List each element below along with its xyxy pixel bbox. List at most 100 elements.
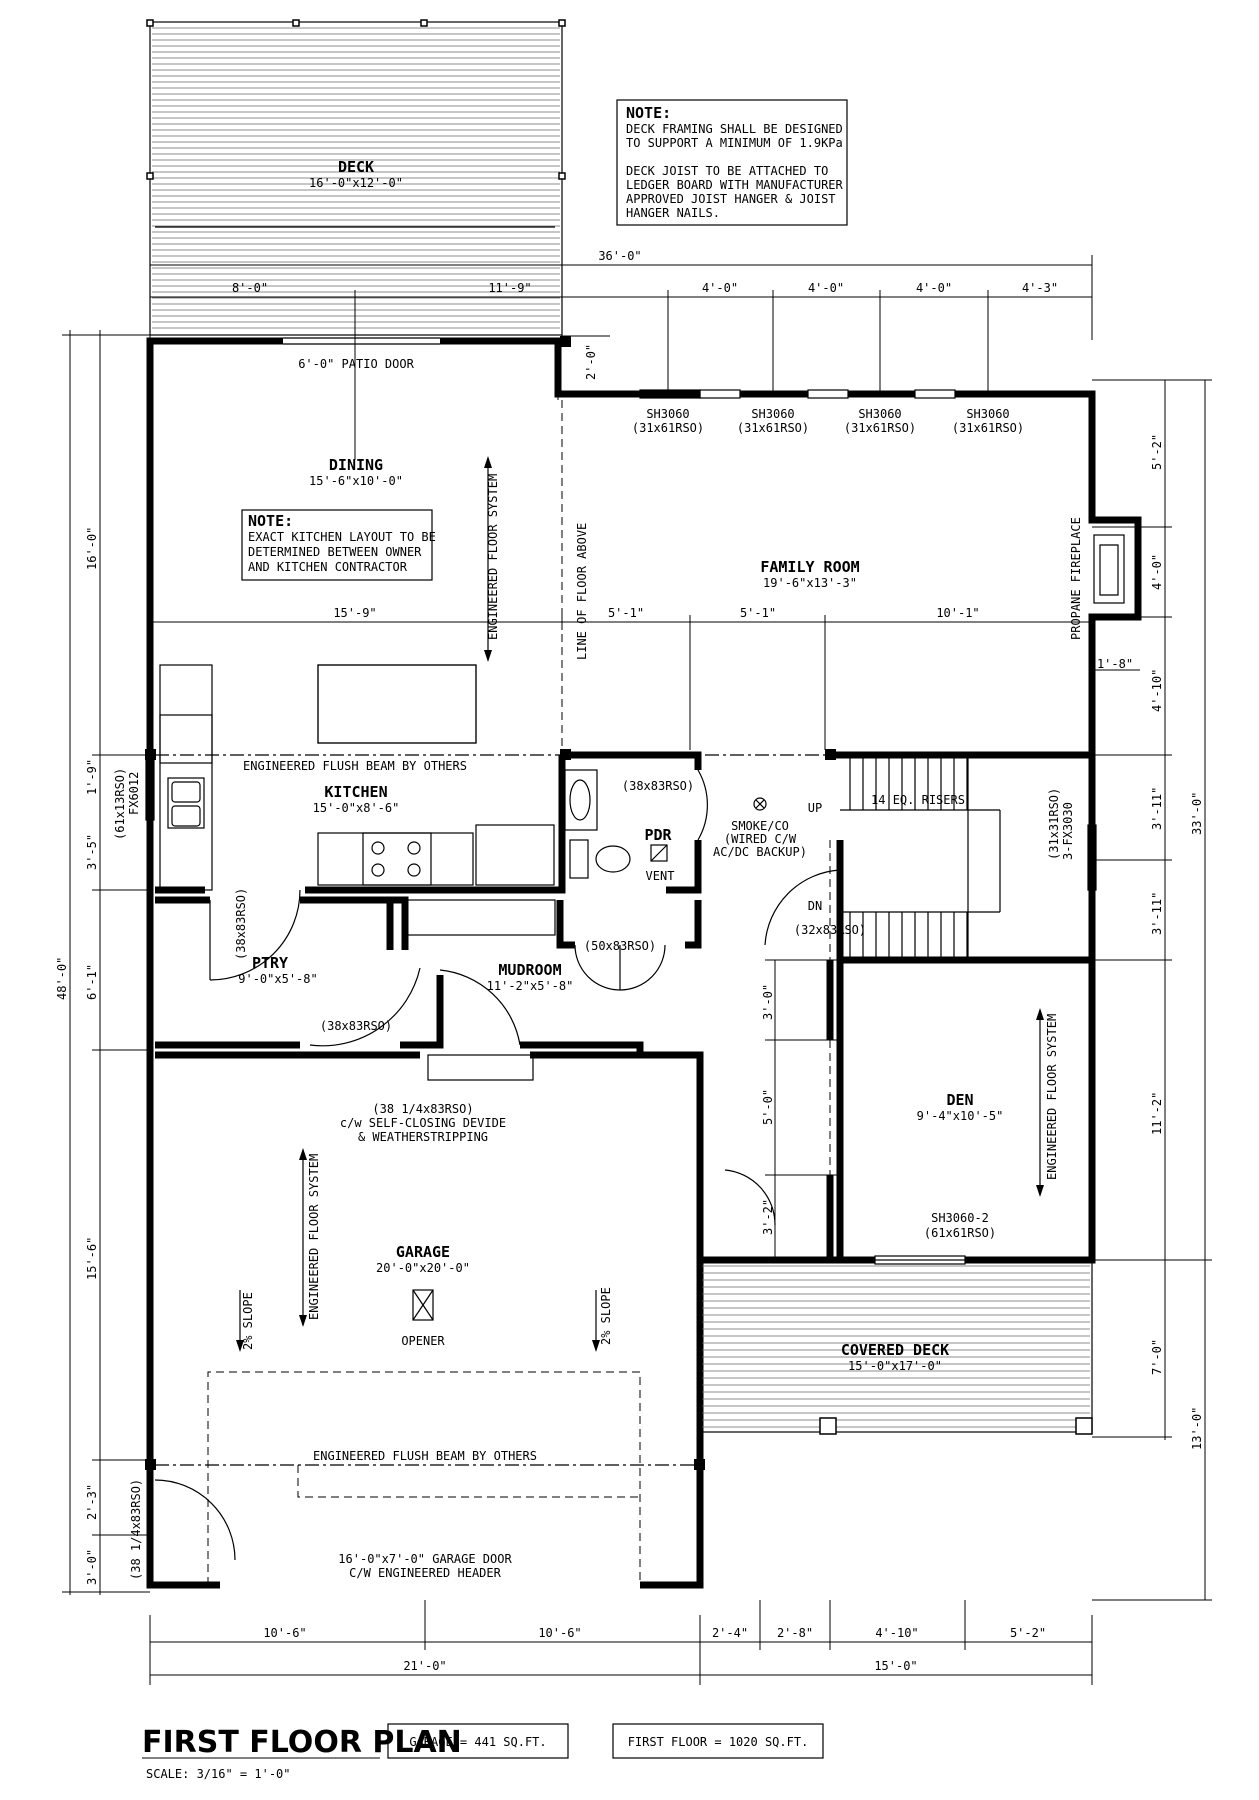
garage-door-label: 16'-0"x7'-0" GARAGE DOOR [338,1552,512,1566]
dim-text: 15'-6" [85,1237,99,1280]
dim-text: 33'-0" [1190,792,1204,835]
side-door-label: (38 1/4x83RSO) [129,1479,143,1580]
deck-note-title: NOTE: [626,104,671,122]
kitchen-title: KITCHEN [324,783,387,801]
dim-text: 1'-8" [1097,657,1133,671]
plan-scale: SCALE: 3/16" = 1'-0" [146,1767,291,1781]
dim-text: 3'-2" [761,1199,775,1235]
mudroom-door-label: (38x83RSO) [320,1019,392,1033]
fx6012-label: FX6012 [127,772,141,815]
dim-text: 11'-9" [488,281,531,295]
dim-text: 4'-0" [1150,554,1164,590]
deck-note-line: APPROVED JOIST HANGER & JOIST [626,192,836,206]
garage-area-text: GARAGE = 441 SQ.FT. [409,1735,546,1749]
slope-right-label: 2% SLOPE [599,1287,613,1345]
floor-area-text: FIRST FLOOR = 1020 SQ.FT. [628,1735,809,1749]
pantry-title: PTRY [252,954,288,972]
den-window-rso: (61x61RSO) [924,1226,996,1240]
dim-text: 10'-6" [263,1626,306,1640]
kitchen-note-line: EXACT KITCHEN LAYOUT TO BE [248,530,436,544]
dim-text: 36'-0" [598,249,641,263]
dim-text: 1'-9" [85,759,99,795]
den-window-label: SH3060-2 [931,1211,989,1225]
den-title: DEN [946,1091,973,1109]
kitchen-note-line: AND KITCHEN CONTRACTOR [248,560,408,574]
dining-title: DINING [329,456,383,474]
dim-text: 4'-10" [875,1626,918,1640]
dim-text: 4'-3" [1022,281,1058,295]
window-rso: (31x61RSO) [844,421,916,435]
deck-size: 16'-0"x12'-0" [309,176,403,190]
dim-text: 6'-1" [85,964,99,1000]
fx3030-rso: (31x31RSO) [1047,788,1061,860]
dim-text: 10'-6" [538,1626,581,1640]
title-block: FIRST FLOOR PLAN SCALE: 3/16" = 1'-0" GA… [142,1723,824,1781]
garage-title: GARAGE [396,1243,450,1261]
dim-text: 3'-0" [85,1549,99,1585]
covered-deck [699,1259,1093,1435]
den-door-label: (32x83RSO) [794,923,866,937]
dim-text: 8'-0" [232,281,268,295]
dim-text: 7'-0" [1150,1339,1164,1375]
kitchen-size: 15'-0"x8'-6" [313,801,400,815]
dim-text: 3'-11" [1150,892,1164,935]
dim-text: 5'-1" [608,606,644,620]
deck-note-line: HANGER NAILS. [626,206,720,220]
opener-label: OPENER [401,1334,445,1348]
window-rso: (31x61RSO) [632,421,704,435]
floor-above-label: LINE OF FLOOR ABOVE [575,523,589,660]
floor-system-arrows [236,456,1044,1352]
window-rso: (31x61RSO) [737,421,809,435]
fireplace-label: PROPANE FIREPLACE [1069,517,1083,640]
kitchen-note-title: NOTE: [248,512,293,530]
mudroom-title: MUDROOM [498,961,561,979]
pdr-title: PDR [644,826,672,844]
plan-title: FIRST FLOOR PLAN [142,1725,462,1760]
vertical-labels: ENGINEERED FLOOR SYSTEM LINE OF FLOOR AB… [113,474,1083,1580]
dim-text: 4'-10" [1150,669,1164,712]
window-rso: (31x61RSO) [952,421,1024,435]
fx3030-label: 3-FX3030 [1061,802,1075,860]
stair-up-label: UP [808,801,822,815]
dim-text: 3'-0" [761,984,775,1020]
window-label: SH3060 [646,407,689,421]
dim-text: 4'-0" [916,281,952,295]
risers-label: 14 EQ. RISERS [871,793,965,807]
deck-note-line: DECK FRAMING SHALL BE DESIGNED [626,122,843,136]
dim-text: 2'-4" [712,1626,748,1640]
door-swings [154,769,841,1561]
deck-note-line: DECK JOIST TO BE ATTACHED TO [626,164,828,178]
interior-walls [146,751,1092,1589]
dim-text: 4'-0" [702,281,738,295]
dim-text: 3'-11" [1150,787,1164,830]
garage-opener [412,1289,434,1321]
fx6012-rso: (61x13RSO) [113,768,127,840]
deck-area: DECK 16'-0"x12'-0" [146,19,566,336]
deck-note-line: LEDGER BOARD WITH MANUFACTURER [626,178,844,192]
dim-text: 15'-0" [874,1659,917,1673]
floor-area-box [612,1723,824,1759]
dimension-lines [62,255,1212,1685]
family-room-size: 19'-6"x13'-3" [763,576,857,590]
closet-door-label: (50x83RSO) [584,939,656,953]
window-label: SH3060 [858,407,901,421]
dim-text: 3'-5" [85,834,99,870]
pantry-size: 9'-0"x5'-8" [238,972,317,986]
window-label: SH3060 [751,407,794,421]
kitchen-island [317,664,477,744]
garage-floor-system-label: ENGINEERED FLOOR SYSTEM [307,1154,321,1320]
dim-text: 4'-0" [808,281,844,295]
dim-text: 15'-9" [333,606,376,620]
dim-text: 5'-1" [740,606,776,620]
den-floor-system-label: ENGINEERED FLOOR SYSTEM [1045,1014,1059,1180]
window-label: SH3060 [966,407,1009,421]
kitchen-note-box [241,509,433,581]
slope-left-label: 2% SLOPE [241,1292,255,1350]
deck-note-line: TO SUPPORT A MINIMUM OF 1.9KPa [626,136,843,150]
dim-text: 2'-3" [85,1484,99,1520]
dim-text: 13'-0" [1190,1407,1204,1450]
dim-text: 2'-0" [584,344,598,380]
dashed-lines [145,336,836,1585]
garage-area-box [387,1723,569,1759]
